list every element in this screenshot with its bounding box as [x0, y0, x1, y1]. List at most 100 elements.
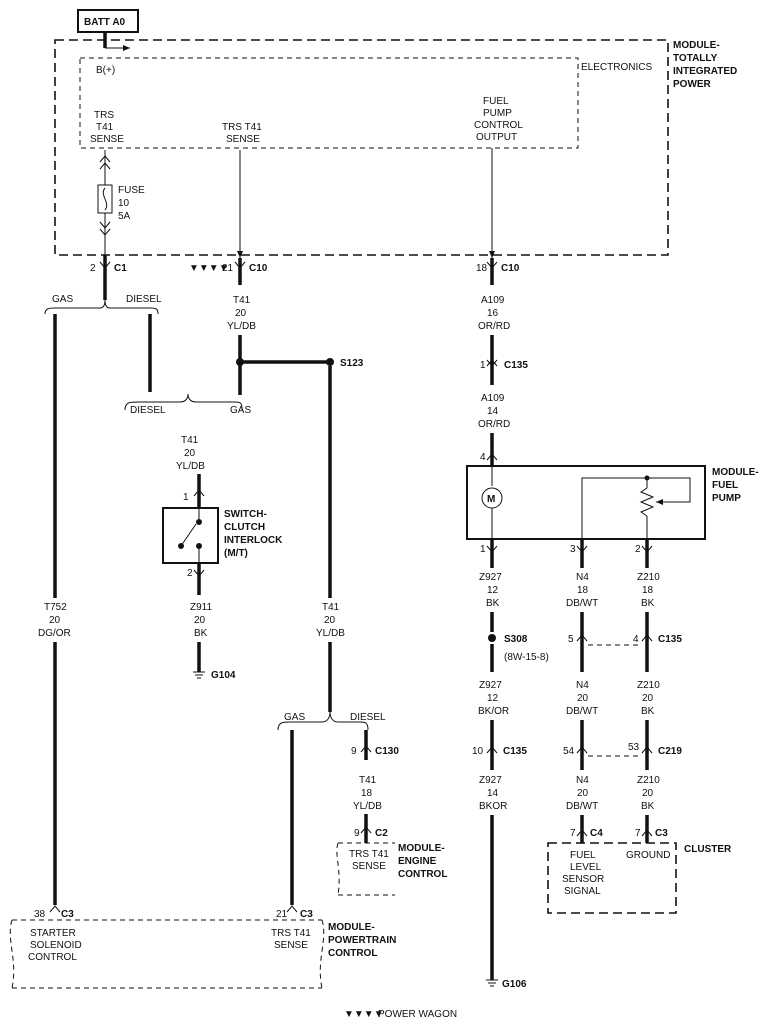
wire-t752-1: T752: [44, 602, 67, 613]
pcm-label-1: MODULE-: [328, 922, 375, 933]
c1-name: C1: [114, 263, 127, 274]
c219-pin-54: 54: [563, 746, 575, 757]
c219-name: C219: [658, 746, 682, 757]
wire-z927-a-1: Z927: [479, 572, 502, 583]
switch-label-2: CLUTCH: [224, 522, 265, 533]
pcm-starter-2: SOLENOID: [30, 940, 82, 951]
splice-s308-dot: [488, 634, 496, 642]
fuse-rating: 5A: [118, 211, 131, 222]
wire-t41-right-2: 20: [324, 615, 336, 626]
fuel-pump-label-3: PUMP: [712, 493, 741, 504]
wire-t752-2: 20: [49, 615, 61, 626]
wire-t41-sw-3: YL/DB: [176, 461, 205, 472]
electronics-label: ELECTRONICS: [581, 62, 652, 73]
fuse-label: FUSE: [118, 185, 145, 196]
wire-n4-c-2: 20: [577, 788, 589, 799]
wire-z927-a-3: BK: [486, 598, 500, 609]
ground-g106-label: G106: [502, 979, 527, 990]
splice-s308-ref: (8W-15-8): [504, 652, 549, 663]
wire-z210-c-1: Z210: [637, 775, 660, 786]
switch-label-3: INTERLOCK: [224, 535, 283, 546]
branch-diesel-2: DIESEL: [130, 405, 166, 416]
footnote-label: POWER WAGON: [378, 1009, 457, 1020]
fuel-pump-label-1: MODULE-: [712, 467, 759, 478]
c2-name: C2: [375, 828, 388, 839]
sw-pin-2: 2: [187, 568, 193, 579]
branch-gas-3: GAS: [284, 712, 305, 723]
c135c-name: C135: [503, 746, 527, 757]
wire-n4-a-3: DB/WT: [566, 598, 598, 609]
pcm-label-2: POWERTRAIN: [328, 935, 396, 946]
wire-z927-b-2: 12: [487, 693, 499, 704]
wire-t41-sw-2: 20: [184, 448, 196, 459]
fuel-level-resistor-icon: [639, 487, 655, 517]
fp-pin-2: 2: [635, 544, 641, 555]
sw-pin-1: 1: [183, 492, 189, 503]
wire-t41-ecm-3: YL/DB: [353, 801, 382, 812]
branch-diesel-3: DIESEL: [350, 712, 386, 723]
tipm-label-1: MODULE-: [673, 40, 720, 51]
batt-box: [77, 9, 139, 33]
c135b-name: C135: [658, 634, 682, 645]
wire-z210-b-1: Z210: [637, 680, 660, 691]
wire-z927-a-2: 12: [487, 585, 499, 596]
wire-t41-top-3: YL/DB: [227, 321, 256, 332]
pin-trs-t41-1: TRS T41: [222, 122, 262, 133]
wire-t41-ecm-2: 18: [361, 788, 373, 799]
c2-pin: 9: [354, 828, 360, 839]
fuel-pump-module-box: [466, 465, 706, 540]
wire-n4-c-3: DB/WT: [566, 801, 598, 812]
power-wagon-marker: ▼▼▼▼: [189, 263, 229, 274]
wire-t41-top-1: T41: [233, 295, 251, 306]
branch-gas-1: GAS: [52, 294, 73, 305]
wire-n4-b-3: DB/WT: [566, 706, 598, 717]
wire-a109-a-3: OR/RD: [478, 321, 510, 332]
wire-z927-c-2: 14: [487, 788, 499, 799]
ecm-connector-outline: [336, 842, 395, 896]
tipm-label-3: INTEGRATED: [673, 66, 737, 77]
cluster-ground: GROUND: [626, 850, 670, 861]
pin-trs-t41-2: SENSE: [226, 134, 260, 145]
tipm-module-box: [54, 39, 669, 256]
c10b-pin: 18: [476, 263, 488, 274]
pin-fp-4: OUTPUT: [476, 132, 517, 143]
cluster-fuel-4: SIGNAL: [564, 886, 601, 897]
pin-fp-3: CONTROL: [474, 120, 523, 131]
wire-t41-right-3: YL/DB: [316, 628, 345, 639]
pin-trs-3: SENSE: [90, 134, 124, 145]
c10b-name: C10: [501, 263, 520, 274]
batt-label: BATT A0: [84, 17, 126, 28]
wire-z911-3: BK: [194, 628, 208, 639]
wire-n4-b-1: N4: [576, 680, 589, 691]
pcm-trs-1: TRS T41: [271, 928, 311, 939]
ecm-label-3: CONTROL: [398, 869, 447, 880]
c135b-pin-5: 5: [568, 634, 574, 645]
fuse-number: 10: [118, 198, 130, 209]
wire-a109-b-2: 14: [487, 406, 499, 417]
wire-z210-b-2: 20: [642, 693, 654, 704]
ecm-pin-1: TRS T41: [349, 849, 389, 860]
fuel-pump-label-2: FUEL: [712, 480, 738, 491]
pcm-trs-2: SENSE: [274, 940, 308, 951]
wire-n4-b-2: 20: [577, 693, 589, 704]
switch-label-4: (M/T): [224, 548, 248, 559]
wire-t41-top-2: 20: [235, 308, 247, 319]
c3b-pin: 38: [34, 909, 46, 920]
pin-trs-2: T41: [96, 122, 114, 133]
pin-fp-1: FUEL: [483, 96, 509, 107]
wire-z210-a-1: Z210: [637, 572, 660, 583]
ecm-label-1: MODULE-: [398, 843, 445, 854]
wire-n4-c-1: N4: [576, 775, 589, 786]
wire-z210-b-3: BK: [641, 706, 655, 717]
wire-n4-a-2: 18: [577, 585, 589, 596]
ecm-pin-2: SENSE: [352, 861, 386, 872]
wire-z927-c-3: BKOR: [479, 801, 507, 812]
splice-s308-label: S308: [504, 634, 528, 645]
wire-t41-right-1: T41: [322, 602, 340, 613]
c3a-pin: 7: [635, 828, 641, 839]
c135a-pin: 1: [480, 360, 486, 371]
cluster-box: [547, 842, 677, 914]
wire-t41-ecm-1: T41: [359, 775, 377, 786]
cluster-fuel-2: LEVEL: [570, 862, 602, 873]
c219-pin-53: 53: [628, 742, 640, 753]
